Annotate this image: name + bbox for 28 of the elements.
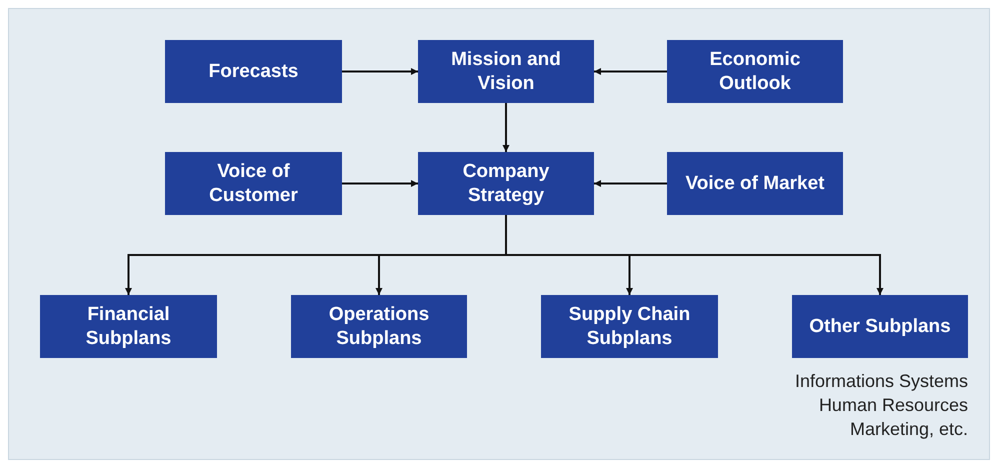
process-box: [165, 152, 342, 215]
process-box: [667, 152, 843, 215]
arrow: [594, 68, 667, 75]
box-label: Voice of Market: [685, 172, 825, 196]
process-box: [418, 152, 594, 215]
process-box: [667, 40, 843, 103]
arrow: [342, 180, 418, 187]
process-box: [291, 295, 467, 358]
box-label: Company Strategy: [462, 160, 550, 208]
box-label: Other Subplans: [809, 314, 951, 338]
process-box: [40, 295, 217, 358]
arrow: [342, 68, 418, 75]
box-label: Operations Subplans: [328, 302, 430, 350]
arrow: [594, 180, 667, 187]
box-label: Mission and Vision: [450, 48, 562, 96]
process-box: [541, 295, 718, 358]
box-label: Voice of Customer: [208, 160, 299, 208]
process-box: [792, 295, 968, 358]
process-box: [418, 40, 594, 103]
arrow: [502, 103, 510, 152]
box-label: Forecasts: [208, 60, 298, 84]
box-label: Financial Subplans: [84, 302, 172, 350]
note-text: Human Resources: [818, 395, 968, 416]
box-label: Supply Chain Subplans: [568, 302, 692, 350]
note-text: Marketing, etc.: [850, 419, 968, 440]
note-text: Informations Systems: [794, 371, 968, 392]
process-box: [165, 40, 342, 103]
box-label: Economic Outlook: [708, 48, 802, 96]
